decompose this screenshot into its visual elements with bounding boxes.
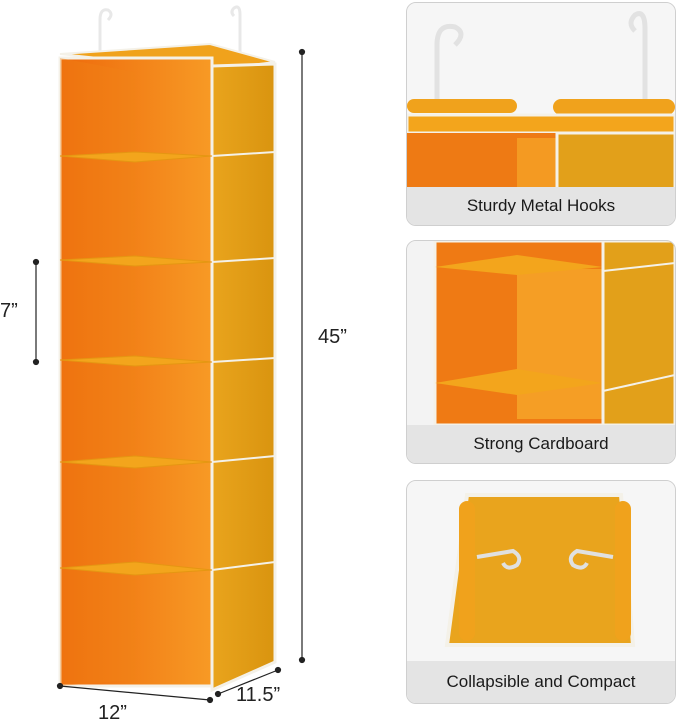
hook-icon [434,23,464,103]
hanging-organizer-illustration [32,5,306,704]
feature-panel-cardboard: Strong Cardboard [406,240,676,464]
hook-icon [230,5,242,52]
feature-panel-collapsible: Collapsible and Compact [406,480,676,704]
feature-panel-hooks: Sturdy Metal Hooks [406,2,676,226]
shelf-gap-dimension-label: 7” [0,300,18,322]
height-dimension-label: 45” [318,326,347,348]
hook-icon [568,548,614,570]
width-dimension-label: 12” [98,702,127,724]
hook-icon [98,8,113,52]
depth-dimension-label: 11.5” [236,684,281,706]
hook-icon [628,11,648,103]
feature-caption: Sturdy Metal Hooks [407,187,675,225]
feature-caption: Strong Cardboard [407,425,675,463]
feature-caption: Collapsible and Compact [407,661,675,703]
hook-icon [476,548,522,570]
